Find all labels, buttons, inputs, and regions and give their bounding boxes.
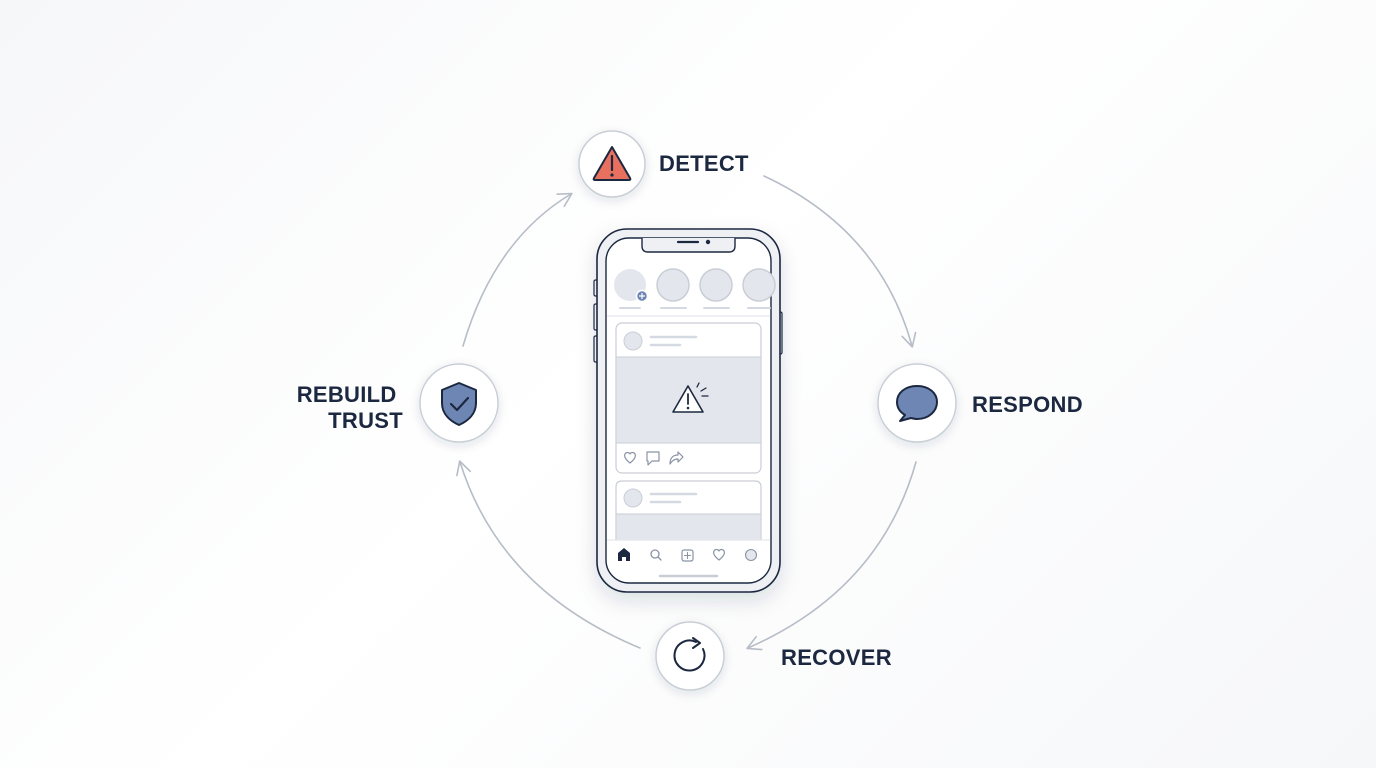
arrow-recover-to-rebuild — [456, 460, 641, 649]
step-detect-label: DETECT — [659, 151, 749, 176]
plus-icon — [638, 292, 646, 300]
arrow-respond-to-recover — [746, 461, 917, 651]
story-avatar — [699, 268, 733, 302]
stories-row — [614, 268, 776, 309]
arrow-detect-to-respond — [763, 175, 917, 348]
post-avatar — [623, 331, 643, 351]
profile-icon — [744, 548, 758, 562]
phone-notch — [641, 238, 736, 253]
add-post-icon — [681, 549, 694, 562]
comment-icon — [646, 451, 660, 466]
home-icon — [618, 548, 630, 561]
shield-check-icon — [441, 382, 477, 426]
feed-post-card — [615, 322, 762, 474]
feed-post-card — [615, 480, 762, 540]
step-rebuild-label: REBUILD TRUST — [297, 382, 404, 433]
phone-bottom-nav — [607, 539, 770, 578]
heart-icon — [713, 548, 725, 561]
phone-camera — [705, 239, 711, 245]
post-image-placeholder — [616, 514, 761, 540]
step-rebuild-label-line2: TRUST — [328, 408, 403, 433]
post-avatar — [623, 488, 643, 508]
step-respond: RESPOND — [877, 363, 1083, 443]
speech-bubble-icon — [896, 385, 938, 422]
step-rebuild-label-line1: REBUILD — [297, 382, 397, 407]
step-respond-label: RESPOND — [972, 392, 1083, 417]
story-avatar — [656, 268, 690, 302]
step-detect: DETECT — [578, 130, 749, 198]
warning-triangle-icon — [672, 382, 709, 413]
phone-illustration — [593, 228, 783, 593]
step-rebuild-trust: REBUILD TRUST — [297, 363, 499, 443]
refresh-icon — [673, 637, 706, 672]
step-recover-label: RECOVER — [781, 645, 892, 670]
story-avatar — [742, 268, 776, 302]
cycle-arrows — [456, 175, 917, 651]
share-icon — [669, 451, 684, 465]
warning-triangle-icon — [592, 146, 632, 181]
search-icon — [650, 549, 662, 561]
arrow-rebuild-to-detect — [462, 192, 573, 347]
heart-icon — [624, 451, 636, 464]
step-recover-circle — [655, 621, 725, 691]
step-recover: RECOVER — [655, 621, 892, 691]
